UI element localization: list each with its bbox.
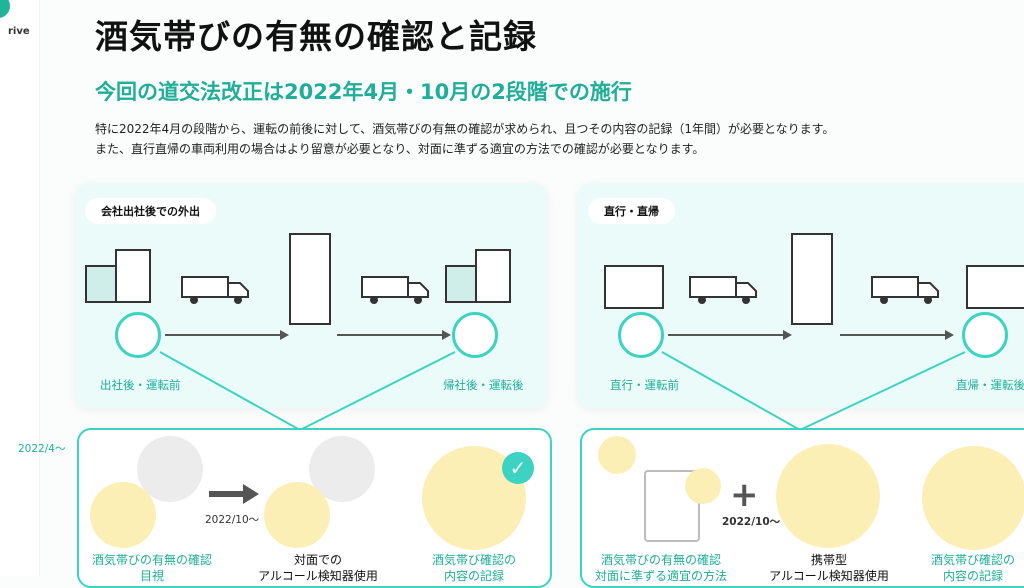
panel-office: 会社出社後での外出 出社後・運転前 帰社後・運転後 — [75, 183, 548, 408]
manager-illustration — [137, 436, 203, 502]
house-icon — [966, 265, 1024, 309]
arrow-right-icon — [840, 330, 954, 340]
step-caption: 対面でのアルコール検知器使用 — [258, 553, 378, 583]
panel-label: 会社出社後での外出 — [85, 198, 216, 224]
step-caption: 酒気帯び確認の内容の記録 — [431, 553, 516, 583]
logo-text: rive — [8, 26, 30, 37]
panel-direct: 直行・直帰 直行・運転前 直帰・運転後 — [578, 183, 1024, 408]
end-label: 帰社後・運転後 — [443, 378, 524, 392]
end-label: 直帰・運転後 — [956, 378, 1024, 392]
date-label: 2022/10～ — [205, 514, 260, 526]
connector-lines — [159, 351, 966, 431]
plus-icon: + — [730, 475, 759, 515]
date-label: 2022/10～ — [722, 516, 781, 528]
step-caption: 酒気帯び確認の内容の記録 — [930, 553, 1015, 583]
checkpoint-circle — [618, 312, 664, 358]
truck-icon — [181, 276, 249, 304]
start-date-label: 2022/4～ — [18, 443, 66, 455]
start-label: 直行・運転前 — [610, 378, 679, 392]
driver-illustration — [90, 482, 156, 548]
step-caption: 酒気帯びの有無の確認対面に準ずる適宜の方法 — [594, 553, 727, 583]
subtitle: 今回の道交法改正は2022年4月・10月の2段階での施行 — [95, 80, 632, 104]
remote-operator-illustration — [644, 470, 700, 542]
office-building-icon — [115, 249, 151, 303]
paragraph-line: また、直行直帰の車両利用の場合はより留意が必要となり、対面に準ずる適宜の方法での… — [95, 142, 705, 156]
driver-phone-illustration — [598, 436, 636, 474]
left-sidebar: rive — [0, 0, 40, 576]
paragraph-line: 特に2022年4月の段階から、運転の前後に対して、酒気帯びの有無の確認が求められ… — [95, 122, 835, 136]
office-building-icon — [475, 249, 511, 303]
checkpoint-circle — [452, 312, 498, 358]
truck-icon — [361, 276, 429, 304]
logo-mark-icon — [0, 0, 10, 18]
truck-icon — [689, 276, 757, 304]
step-caption: 酒気帯びの有無の確認目視 — [91, 553, 212, 583]
truck-icon — [871, 276, 939, 304]
check-box-direct: + 2022/10～ 酒気帯びの有無の確認対面に準ずる適宜の方法 携帯型アルコー… — [580, 428, 1024, 588]
checkpoint-circle — [962, 312, 1008, 358]
panel-label: 直行・直帰 — [588, 198, 675, 224]
check-box-office: 2022/10～ ✓ 酒気帯びの有無の確認目視 対面でのアルコール検知器使用 酒… — [77, 428, 552, 588]
start-label: 出社後・運転前 — [100, 378, 181, 392]
driver-illustration — [264, 482, 330, 548]
checkpoint-circle — [115, 312, 161, 358]
arrow-right-icon — [165, 330, 289, 340]
arrow-right-icon — [337, 330, 451, 340]
house-icon — [604, 265, 664, 309]
arrow-right-icon — [209, 484, 259, 504]
check-icon: ✓ — [502, 452, 534, 484]
driver-recording-illustration — [922, 446, 1024, 550]
tower-building-icon — [289, 233, 331, 325]
driver-breathalyzer-illustration — [776, 444, 880, 548]
arrow-right-icon — [668, 330, 792, 340]
page-title: 酒気帯びの有無の確認と記録 — [95, 17, 537, 56]
tower-building-icon — [791, 233, 833, 325]
cloud-icon — [685, 468, 721, 504]
